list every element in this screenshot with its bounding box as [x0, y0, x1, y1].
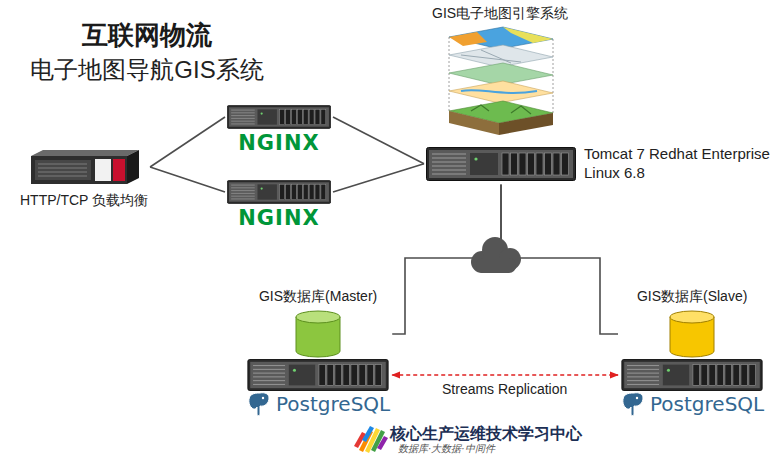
network-link — [150, 167, 225, 192]
diagram-title: 互联网物流 — [6, 18, 288, 53]
cyl-icon — [668, 309, 716, 359]
edge-label: Streams Replication — [439, 381, 570, 397]
server-icon — [620, 359, 764, 391]
node-label: NGINX — [238, 207, 319, 230]
app-server: Tomcat 7 Redhat Enterprise Linux 6.8 — [424, 143, 778, 185]
watermark-icon — [354, 426, 388, 453]
map-icon — [441, 25, 559, 137]
database-server: GIS数据库(Slave) PostgreSQL — [618, 286, 766, 419]
nginx-server: NGINX — [225, 103, 333, 157]
node-label: HTTP/TCP 负载均衡 — [20, 192, 148, 210]
node-label: GIS电子地图引擎系统 — [432, 5, 568, 23]
node-label: NGINX — [238, 132, 319, 155]
network-link — [333, 164, 424, 192]
network-link — [150, 117, 225, 167]
network-cloud — [471, 237, 521, 273]
pg-icon — [620, 391, 646, 417]
database-server: GIS数据库(Master) PostgreSQL — [244, 286, 392, 419]
server-icon — [227, 105, 331, 129]
server-icon — [227, 180, 331, 204]
node-row: PostgreSQL — [620, 391, 764, 417]
nginx-server: NGINX — [225, 178, 333, 232]
cyl-icon — [294, 309, 342, 359]
watermark-text: 核心生产运维技术学习中心 — [390, 424, 582, 445]
node-label: Tomcat 7 Redhat Enterprise Linux 6.8 — [584, 145, 776, 183]
replication-arrow — [392, 374, 618, 376]
lb-icon — [27, 148, 141, 186]
node-label: PostgreSQL — [276, 392, 390, 416]
gis-engine: GIS电子地图引擎系统 — [430, 3, 570, 139]
watermark-text: 数据库·大数据·中间件 — [398, 443, 495, 454]
server-icon — [246, 359, 390, 391]
node-row: Tomcat 7 Redhat Enterprise Linux 6.8 — [426, 145, 776, 183]
load-balancer: HTTP/TCP 负载均衡 — [18, 146, 150, 212]
diagram-subtitle: 电子地图导航GIS系统 — [6, 54, 288, 86]
server-icon — [426, 147, 576, 181]
pg-icon — [246, 391, 272, 417]
node-label: GIS数据库(Master) — [259, 288, 377, 306]
node-label: PostgreSQL — [650, 392, 764, 416]
node-label: GIS数据库(Slave) — [637, 288, 747, 306]
network-link — [333, 117, 424, 164]
node-row: PostgreSQL — [246, 391, 390, 417]
